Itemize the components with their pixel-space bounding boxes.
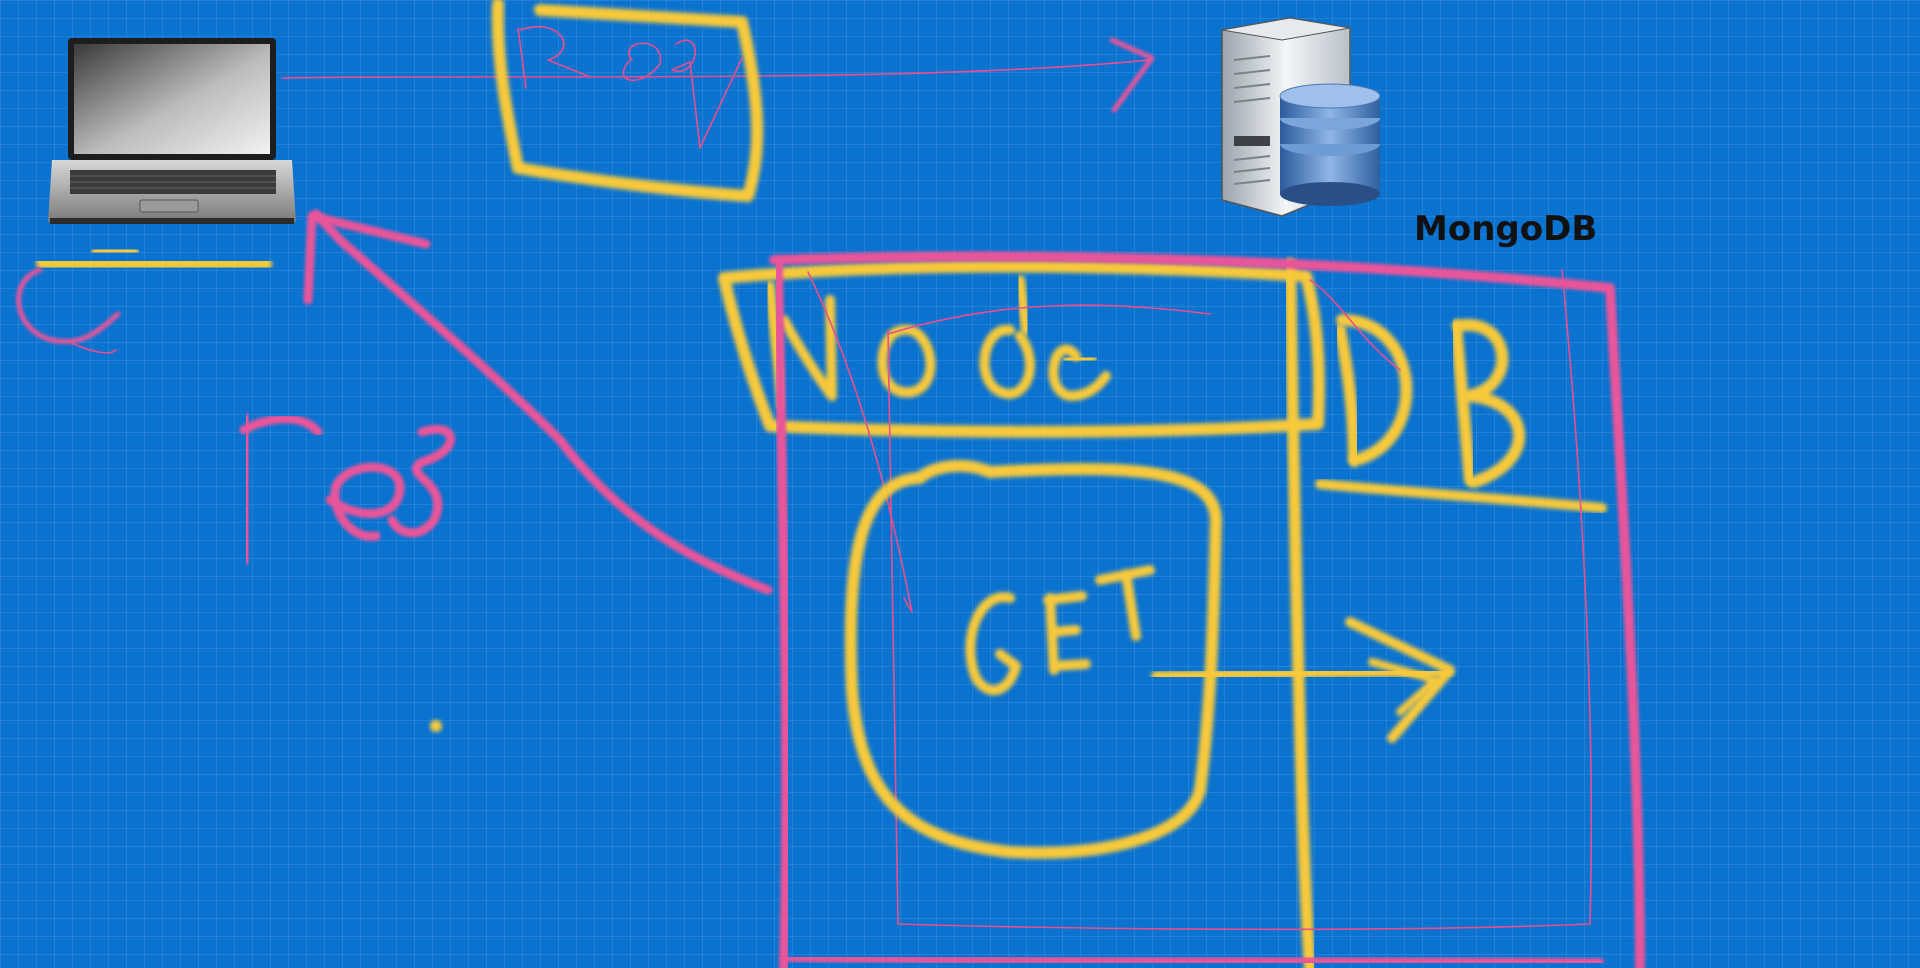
node-box-sketch xyxy=(718,258,1325,968)
db-label-sketch xyxy=(1315,314,1607,513)
response-arrow xyxy=(239,209,773,595)
laptop-icon xyxy=(48,38,296,224)
request-arrow xyxy=(281,37,1155,113)
container-sketch xyxy=(769,251,1645,968)
get-route-sketch xyxy=(430,460,1455,859)
laptop-scribbles xyxy=(16,243,272,354)
req-sketch xyxy=(491,0,764,202)
server-database-icon xyxy=(1221,17,1381,217)
database-label: MongoDB xyxy=(1414,209,1597,249)
